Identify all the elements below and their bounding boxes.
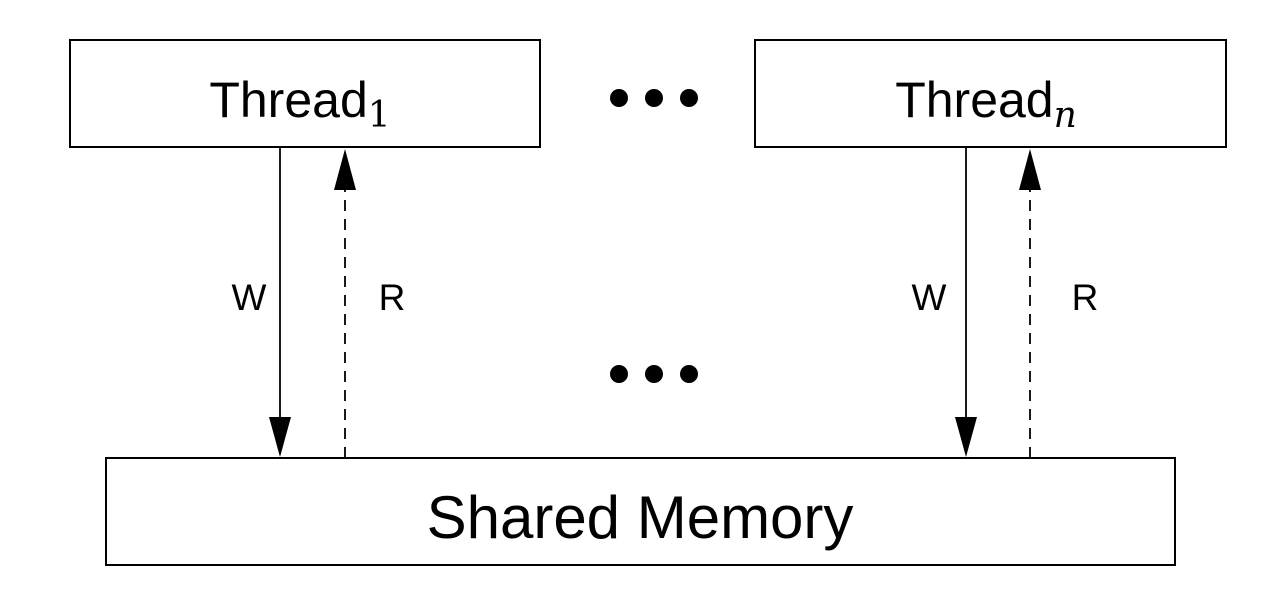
thread-n-node: Threadn <box>754 39 1227 148</box>
dot-icon <box>680 365 698 383</box>
shared-memory-rect <box>105 457 1176 566</box>
dot-icon <box>610 89 628 107</box>
thread1-label-subscript: 1 <box>368 95 391 136</box>
dot-icon <box>680 89 698 107</box>
dot-icon <box>610 365 628 383</box>
dot-icon <box>645 365 663 383</box>
thread1-label-text: Thread <box>209 72 367 128</box>
right-read-arrowhead-icon <box>1019 149 1041 190</box>
shared-memory-node: Shared Memory <box>105 457 1176 566</box>
right-read-arrow: R <box>1019 149 1098 458</box>
right-write-label: W <box>912 277 947 318</box>
left-write-arrowhead-icon <box>269 417 291 457</box>
thread-n-label: Threadn <box>895 72 1077 136</box>
left-read-label: R <box>379 277 406 318</box>
left-write-arrow: W <box>232 147 291 457</box>
shared-memory-label: Shared Memory <box>427 484 854 551</box>
thread1-node: Thread1 <box>69 39 541 148</box>
thread-n-label-text: Thread <box>895 72 1053 128</box>
thread-n-label-subscript: n <box>1054 95 1077 136</box>
thread1-label: Thread1 <box>209 72 390 136</box>
left-write-label: W <box>232 277 267 318</box>
thread-n-rect <box>754 39 1227 148</box>
left-read-arrowhead-icon <box>334 149 356 190</box>
thread1-rect <box>69 39 541 148</box>
right-write-arrow: W <box>912 147 977 457</box>
left-read-arrow: R <box>334 149 405 458</box>
ellipsis-between-edge-groups-icon <box>610 365 698 383</box>
ellipsis-between-threads-icon <box>610 89 698 107</box>
right-write-arrowhead-icon <box>955 417 977 457</box>
dot-icon <box>645 89 663 107</box>
right-read-label: R <box>1072 277 1099 318</box>
